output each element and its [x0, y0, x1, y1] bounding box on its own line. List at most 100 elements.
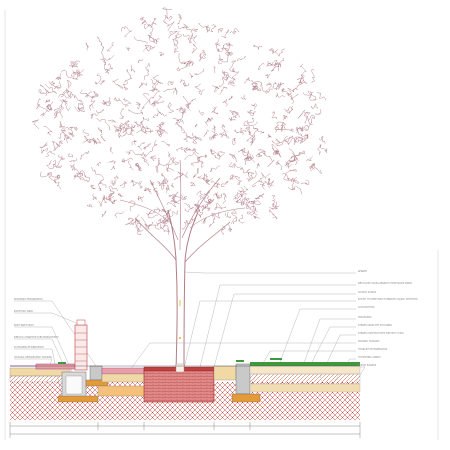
crown-stroke: [202, 172, 208, 181]
crown-stroke: [63, 135, 70, 144]
crown-stroke: [255, 153, 263, 158]
right-callout-4: ΦΥΤΙΚΗ ΓΗ ΚΗΠΕΥΤΙΚΗ ΠΛΗΡΩΣΗΣ ΛΑΚΚΟΥ ΦΥΤΕ…: [358, 298, 418, 301]
crown-stroke: [182, 96, 189, 108]
crown-stroke: [234, 129, 244, 136]
crown-stroke: [115, 129, 122, 139]
crown-stroke: [58, 132, 70, 139]
crown-stroke: [196, 190, 207, 203]
crown-stroke: [291, 178, 300, 184]
crown-stroke: [126, 69, 133, 81]
crown-stroke: [161, 173, 168, 182]
crown-stroke: [48, 81, 55, 85]
crown-stroke: [229, 60, 239, 78]
crown-stroke: [101, 210, 107, 218]
crown-stroke: [82, 129, 89, 137]
crown-stroke: [131, 139, 137, 146]
grass-layer: [250, 362, 360, 366]
crown-stroke: [110, 165, 116, 170]
crown-stroke: [110, 179, 116, 186]
crown-stroke: [103, 59, 114, 71]
crown-stroke: [157, 129, 165, 138]
crown-stroke: [289, 152, 305, 160]
crown-stroke: [151, 100, 157, 108]
crown-stroke: [68, 62, 79, 68]
crown-stroke: [284, 161, 293, 169]
crown-stroke: [46, 104, 52, 112]
crown-stroke: [300, 180, 310, 185]
crown-stroke: [62, 98, 68, 104]
crown-stroke: [152, 17, 157, 26]
crown-stroke: [204, 117, 213, 126]
crown-stroke: [171, 182, 175, 188]
crown-stroke: [299, 136, 307, 144]
crown-stroke: [208, 214, 216, 228]
crown-stroke: [198, 23, 210, 33]
crown-stroke: [194, 203, 199, 208]
right-callout-1: ΔΕΝΔΡΟ: [358, 270, 367, 273]
crown-stroke: [119, 124, 127, 133]
crown-stroke: [238, 198, 246, 207]
crown-stroke: [57, 140, 63, 147]
crown-stroke: [287, 178, 296, 191]
crown-stroke: [275, 81, 284, 90]
crown-stroke: [113, 174, 119, 181]
sidewalk-tiles: [101, 367, 145, 375]
crown-stroke: [133, 36, 148, 44]
crown-stroke: [165, 209, 171, 216]
crown-stroke: [102, 55, 115, 64]
crown-stroke: [96, 161, 101, 167]
crown-stroke: [201, 53, 206, 59]
crown-stroke: [149, 85, 156, 93]
crown-stroke: [271, 66, 276, 72]
crown-stroke: [227, 82, 235, 86]
crown-stroke: [173, 161, 180, 166]
crown-stroke: [186, 148, 197, 152]
crown-stroke: [251, 103, 258, 110]
crown-stroke: [140, 216, 154, 227]
crown-stroke: [251, 82, 256, 89]
crown-stroke: [84, 91, 92, 98]
crown-stroke: [147, 209, 160, 216]
right-callout-12: ΦΥΣΙΚΟ ΕΔΑΦΟΣ: [358, 364, 377, 367]
crown-stroke: [85, 42, 89, 51]
crown-stroke: [247, 117, 258, 126]
crown-stroke: [144, 139, 158, 158]
crown-stroke: [249, 138, 256, 146]
crown-stroke: [245, 203, 258, 216]
crown-stroke: [269, 62, 277, 67]
crown-stroke: [309, 167, 322, 174]
crown-stroke: [296, 78, 308, 84]
left-callout-4: ΦΡΕΑΤΙΟ ΣΥΝΔΕΣΗΣ ΗΛΕΚΤΡΟΦΩΤΙΣΜΟΥ: [14, 336, 59, 339]
crown-stroke: [272, 150, 279, 155]
red-paving: [35, 363, 77, 370]
crown-stroke: [275, 121, 286, 129]
crown-stroke: [158, 121, 164, 131]
crown-stroke: [69, 163, 76, 171]
crown-stroke: [181, 222, 187, 230]
crown-stroke: [271, 195, 275, 204]
crown-stroke: [144, 69, 149, 80]
crown-stroke: [182, 132, 197, 141]
right-callout-3: ΠΛΑΙΣΙΟ ΣΧΑΡΑΣ: [358, 291, 377, 294]
crown-stroke: [211, 106, 219, 114]
crown-stroke: [220, 42, 228, 51]
crown-stroke: [117, 193, 124, 197]
crown-stroke: [170, 195, 177, 203]
crown-stroke: [187, 98, 197, 105]
crown-stroke: [156, 207, 165, 212]
crown-stroke: [39, 84, 49, 94]
crown-stroke: [285, 169, 298, 181]
crown-stroke: [176, 122, 185, 133]
crown-stroke: [193, 167, 199, 178]
crown-stroke: [244, 155, 251, 161]
crown-stroke: [213, 66, 216, 74]
crown-stroke: [260, 172, 271, 183]
crown-stroke: [271, 137, 291, 147]
crown-stroke: [50, 83, 59, 89]
crown-stroke: [244, 196, 250, 202]
crown-stroke: [192, 28, 199, 33]
crown-stroke: [114, 123, 133, 130]
crown-stroke: [125, 126, 135, 135]
crown-stroke: [246, 126, 259, 142]
crown-stroke: [166, 184, 170, 193]
